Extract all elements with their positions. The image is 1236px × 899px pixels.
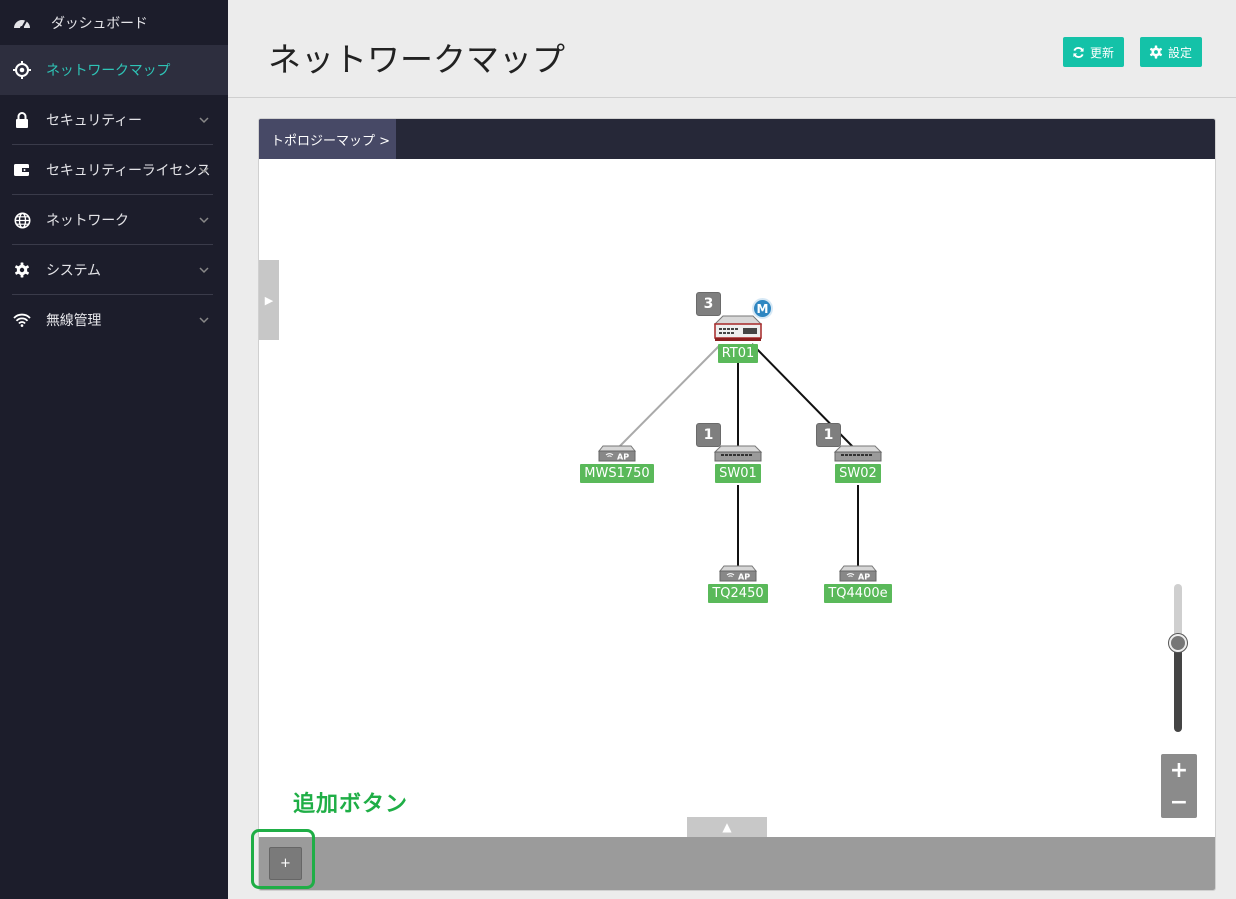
divider (12, 194, 213, 195)
panel-header: トポロジーマップ > (259, 119, 1215, 159)
sidebar-item-network[interactable]: ネットワーク (0, 195, 228, 245)
node-label: MWS1750 (580, 464, 654, 483)
zoom-slider-handle[interactable] (1169, 634, 1187, 653)
node-count-badge: 3 (696, 292, 721, 316)
sidebar-item-dashboard[interactable]: ダッシュボード (0, 0, 228, 45)
chevron-down-icon (199, 317, 209, 324)
node-label: SW01 (715, 464, 761, 483)
gear-icon (1149, 45, 1163, 59)
sidebar-item-wireless[interactable]: 無線管理 (0, 295, 228, 345)
master-badge: M (752, 298, 773, 319)
bottom-toolbar: + (259, 837, 1215, 890)
lock-icon (13, 111, 31, 129)
zoom-slider[interactable] (1169, 584, 1187, 732)
sidebar-item-system[interactable]: システム (0, 245, 228, 295)
node-count-badge: 1 (816, 423, 841, 447)
chevron-down-icon (199, 217, 209, 224)
sidebar-item-network-map[interactable]: ネットワークマップ (0, 45, 228, 95)
access-point-icon: AP (718, 565, 758, 582)
node-label: RT01 (717, 344, 759, 363)
node-mws1750[interactable]: AP MWS1750 (577, 445, 657, 483)
gear-icon (13, 261, 31, 279)
sidebar-item-security[interactable]: セキュリティー (0, 95, 228, 145)
side-panel-toggle[interactable]: ▶ (259, 260, 279, 340)
node-label: TQ4400e (824, 584, 892, 603)
refresh-label: 更新 (1090, 45, 1115, 60)
tab-topology-map[interactable]: トポロジーマップ > (259, 119, 396, 159)
speedometer-icon (13, 14, 31, 32)
globe-icon (13, 211, 31, 229)
page-title: ネットワークマップ (268, 40, 565, 79)
divider (12, 244, 213, 245)
topology-canvas[interactable]: ▶ RT01 3 M AP MWS1750 (259, 159, 1215, 839)
node-label: TQ2450 (708, 584, 768, 603)
node-rt01[interactable]: RT01 (710, 315, 766, 363)
zoom-out-button[interactable]: − (1169, 789, 1189, 815)
bottom-panel-toggle[interactable]: ▲ (687, 817, 767, 837)
router-icon (713, 315, 763, 341)
node-count-badge: 1 (696, 423, 721, 447)
link-rt01-mws1750 (616, 344, 721, 450)
wifi-icon (13, 311, 31, 329)
node-tq2450[interactable]: AP TQ2450 (698, 565, 778, 603)
divider (12, 144, 213, 145)
topology-panel: トポロジーマップ > ▶ RT01 3 M (258, 118, 1216, 891)
access-point-icon: AP (597, 445, 637, 462)
sidebar-item-label: セキュリティーライセンス (46, 163, 211, 179)
sidebar-item-label: セキュリティー (46, 113, 142, 129)
sidebar-item-label: システム (46, 263, 101, 279)
add-button[interactable]: + (269, 847, 302, 880)
sidebar-item-label: ネットワークマップ (46, 63, 171, 79)
settings-label: 設定 (1168, 45, 1193, 60)
sidebar-item-security-license[interactable]: セキュリティーライセンス (0, 145, 228, 195)
refresh-button[interactable]: 更新 (1063, 37, 1125, 67)
add-button-highlight (251, 829, 315, 889)
switch-icon (713, 445, 763, 462)
settings-button[interactable]: 設定 (1140, 37, 1203, 67)
access-point-tag: AP (617, 453, 629, 462)
chevron-down-icon (199, 167, 209, 174)
add-button-annotation: 追加ボタン (293, 792, 409, 817)
wallet-icon (13, 161, 31, 179)
zoom-in-button[interactable]: + (1169, 757, 1189, 783)
switch-icon (833, 445, 883, 462)
zoom-controls: + − (1161, 754, 1197, 818)
node-sw01[interactable]: SW01 (708, 445, 768, 483)
node-tq4400e[interactable]: AP TQ4400e (818, 565, 898, 603)
target-icon (13, 61, 31, 79)
link-lines (616, 343, 859, 569)
sidebar-item-label: 無線管理 (46, 313, 102, 329)
sidebar-item-label: ネットワーク (46, 213, 129, 229)
divider (12, 294, 213, 295)
access-point-tag: AP (738, 573, 750, 582)
chevron-down-icon (199, 267, 209, 274)
refresh-icon (1073, 46, 1084, 58)
node-label: SW02 (835, 464, 881, 483)
header-divider (228, 97, 1236, 98)
sidebar-item-label: ダッシュボード (51, 15, 148, 32)
access-point-tag: AP (858, 573, 870, 582)
node-sw02[interactable]: SW02 (828, 445, 888, 483)
chevron-down-icon (199, 117, 209, 124)
sidebar: ダッシュボード ネットワークマップ セキュリティー セキュリティーライセンス ネ… (0, 0, 228, 899)
access-point-icon: AP (838, 565, 878, 582)
